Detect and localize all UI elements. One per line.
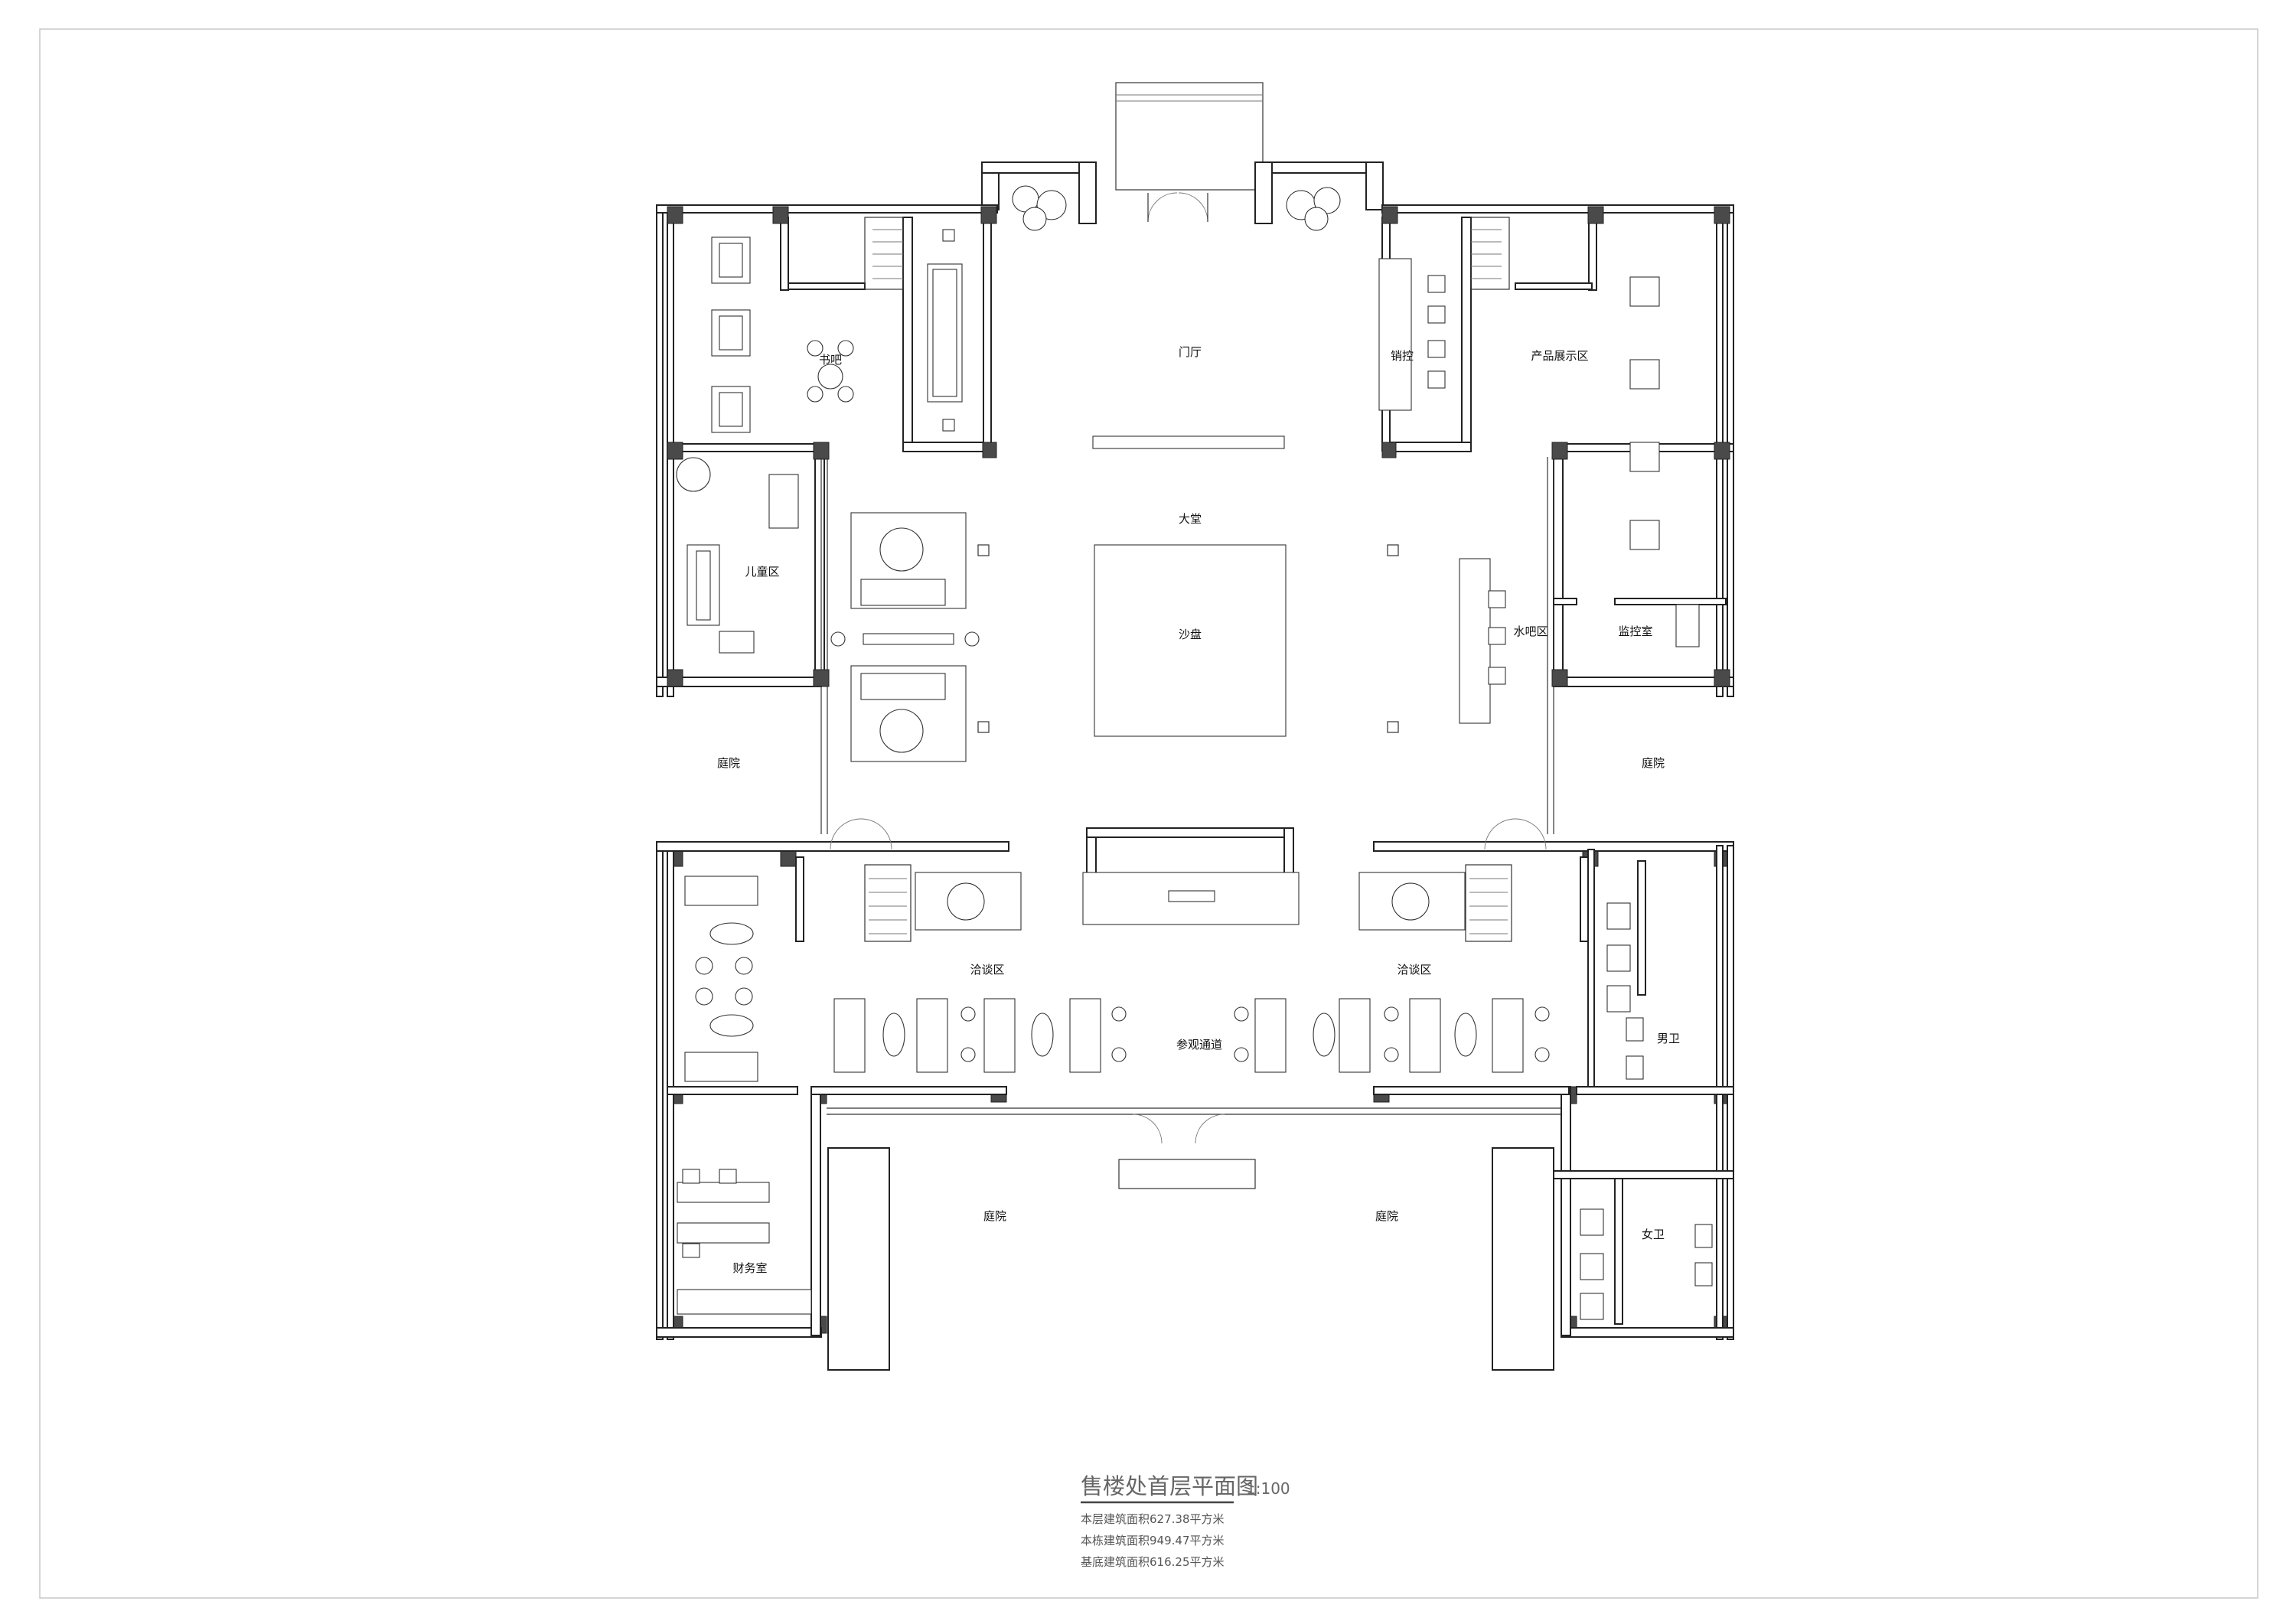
sheet-border bbox=[39, 28, 2258, 1599]
room-label-kids-area: 儿童区 bbox=[745, 565, 779, 579]
area-note-building: 本栋建筑面积949.47平方米 bbox=[1081, 1534, 1225, 1547]
room-label-lobby: 大堂 bbox=[1179, 512, 1202, 526]
room-label-negotiation-right: 洽谈区 bbox=[1397, 963, 1431, 977]
kids-area-furniture bbox=[676, 457, 799, 654]
left-lounge bbox=[684, 876, 758, 1082]
book-bar-furniture bbox=[711, 236, 854, 433]
room-label-courtyard-right: 庭院 bbox=[1642, 756, 1665, 770]
room-label-finance-room: 财务室 bbox=[732, 1261, 767, 1275]
finance-room-furniture bbox=[677, 1169, 812, 1315]
entrance-trees bbox=[1012, 185, 1341, 231]
room-label-visit-passage: 参观通道 bbox=[1176, 1038, 1222, 1052]
south-corridor bbox=[827, 1107, 1561, 1371]
water-bar-furniture bbox=[1459, 558, 1506, 724]
room-label-water-bar: 水吧区 bbox=[1513, 624, 1548, 638]
room-label-courtyard-bottom-right: 庭院 bbox=[1375, 1209, 1398, 1223]
sand-table bbox=[1094, 544, 1287, 737]
lobby-lounge bbox=[830, 512, 990, 762]
area-note-floor: 本层建筑面积627.38平方米 bbox=[1081, 1512, 1225, 1526]
room-label-book-bar: 书吧 bbox=[819, 353, 842, 367]
room-label-sales-control: 销控 bbox=[1391, 349, 1414, 363]
entrance-hall-furniture bbox=[927, 229, 1446, 449]
room-label-monitor-room: 监控室 bbox=[1618, 624, 1652, 638]
room-label-entrance-hall: 门厅 bbox=[1179, 345, 1202, 359]
room-label-mens-toilet: 男卫 bbox=[1657, 1032, 1680, 1045]
lobby-south-features bbox=[1082, 827, 1300, 925]
room-label-negotiation-left: 洽谈区 bbox=[970, 963, 1004, 977]
room-label-womens-toilet: 女卫 bbox=[1642, 1228, 1665, 1241]
drawing-scale: 1:100 bbox=[1246, 1479, 1290, 1498]
room-label-courtyard-bottom-left: 庭院 bbox=[983, 1209, 1006, 1223]
toilet-fixtures bbox=[1580, 902, 1713, 1320]
south-stairs bbox=[864, 864, 1512, 942]
room-label-sand-table: 沙盘 bbox=[1179, 628, 1202, 641]
drawing-title: 售楼处首层平面图 bbox=[1081, 1473, 1258, 1499]
south-block-walls bbox=[656, 841, 1734, 1340]
south-planters bbox=[830, 818, 1547, 931]
entrance-porch bbox=[981, 82, 1384, 224]
product-display-stands bbox=[1629, 276, 1700, 647]
area-note-base: 基底建筑面积616.25平方米 bbox=[1081, 1555, 1225, 1569]
north-stairs bbox=[864, 217, 1510, 290]
negotiation-furniture bbox=[833, 998, 1550, 1073]
room-label-courtyard-left: 庭院 bbox=[717, 756, 740, 770]
room-label-product-display: 产品展示区 bbox=[1531, 349, 1588, 363]
